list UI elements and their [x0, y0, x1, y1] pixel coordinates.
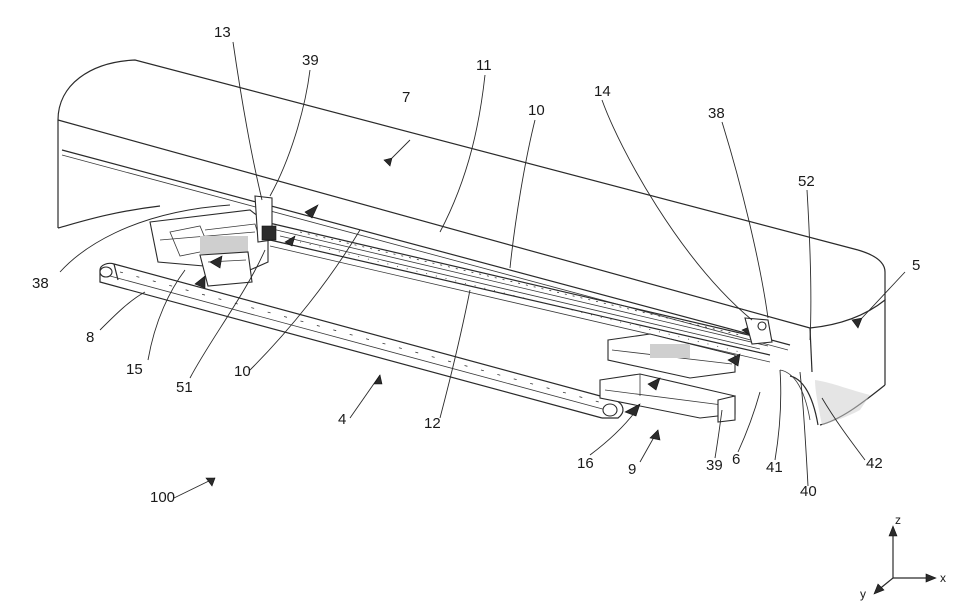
label-39-top: 39	[302, 52, 319, 69]
reference-labels: 13 39 11 7 10 14 38 52 5 38 8 15 51 10 4…	[32, 24, 920, 506]
label-5: 5	[912, 257, 920, 274]
label-10-bottom: 10	[234, 363, 251, 380]
axis-x-label: x	[940, 571, 946, 585]
label-13: 13	[214, 24, 231, 41]
label-51: 51	[176, 379, 193, 396]
label-41: 41	[766, 459, 783, 476]
label-14: 14	[594, 83, 611, 100]
label-52: 52	[798, 173, 815, 190]
label-8: 8	[86, 329, 94, 346]
label-15: 15	[126, 361, 143, 378]
label-39-bottom: 39	[706, 457, 723, 474]
label-11: 11	[476, 57, 492, 74]
label-16: 16	[577, 455, 594, 472]
label-12: 12	[424, 415, 441, 432]
leader-lines	[60, 42, 905, 498]
axis-y-label: y	[860, 587, 866, 601]
coordinate-axes: z x y	[860, 513, 946, 601]
label-9: 9	[628, 461, 636, 478]
label-42: 42	[866, 455, 883, 472]
axis-z-label: z	[895, 513, 901, 527]
left-carriage	[150, 196, 318, 288]
label-10-top: 10	[528, 102, 545, 119]
label-40: 40	[800, 483, 817, 500]
label-100: 100	[150, 489, 175, 506]
rail-channel	[265, 222, 770, 362]
label-38-right: 38	[708, 105, 725, 122]
label-4: 4	[338, 411, 346, 428]
label-7: 7	[402, 89, 410, 106]
label-38-left: 38	[32, 275, 49, 292]
label-6: 6	[732, 451, 740, 468]
